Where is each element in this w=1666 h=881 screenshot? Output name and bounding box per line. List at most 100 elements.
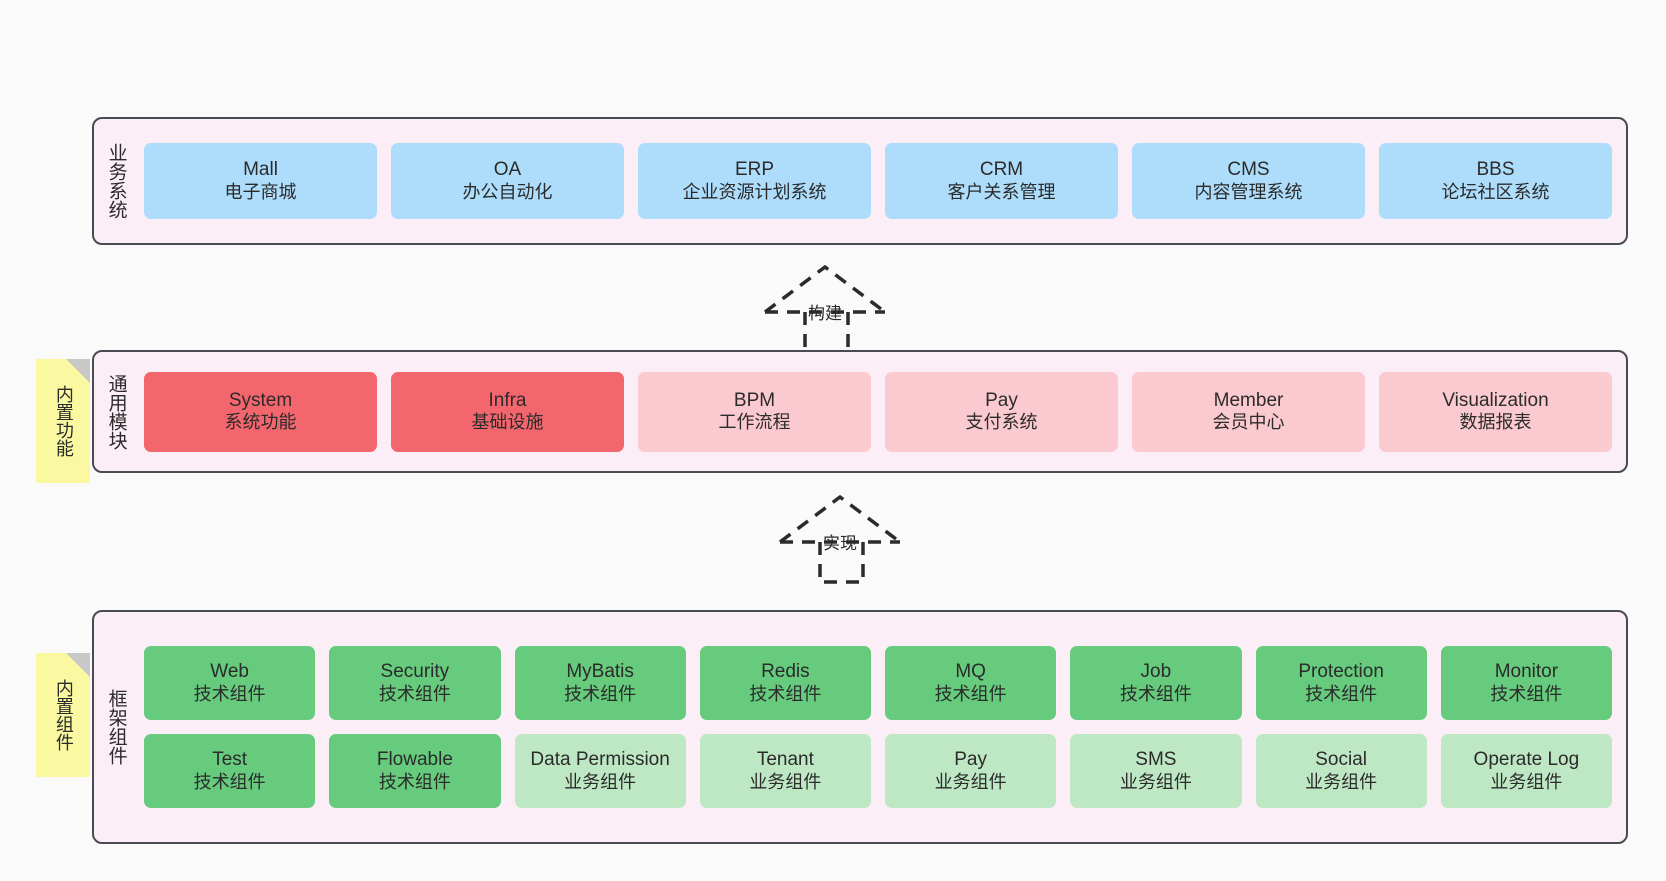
card-flowable[interactable]: Flowable 技术组件 xyxy=(329,734,501,808)
card-test-cn: 技术组件 xyxy=(193,771,266,792)
card-member-en: Member xyxy=(1213,389,1284,411)
card-sms[interactable]: SMS 业务组件 xyxy=(1070,734,1242,808)
card-data-permission-cn: 业务组件 xyxy=(564,771,637,792)
layer-framework-components: 框架组件 Web 技术组件 Security 技术组件 MyBatis 技术组件… xyxy=(92,610,1628,844)
card-monitor-en: Monitor xyxy=(1494,661,1559,683)
card-mq-cn: 技术组件 xyxy=(934,683,1007,704)
card-flowable-cn: 技术组件 xyxy=(378,771,451,792)
card-bpm-cn: 工作流程 xyxy=(718,412,791,433)
card-mall[interactable]: Mall 电子商城 xyxy=(144,143,377,219)
card-member[interactable]: Member 会员中心 xyxy=(1132,371,1365,452)
card-operate-log[interactable]: Operate Log 业务组件 xyxy=(1440,734,1612,808)
card-bpm[interactable]: BPM 工作流程 xyxy=(638,371,871,452)
arrow-build: 构建 xyxy=(760,262,940,354)
card-social-en: Social xyxy=(1315,749,1367,771)
sticky-fold-corner-icon xyxy=(66,359,90,383)
card-redis[interactable]: Redis 技术组件 xyxy=(699,646,871,720)
card-sms-en: SMS xyxy=(1135,749,1177,771)
card-pay-component-cn: 业务组件 xyxy=(934,771,1007,792)
card-oa-en: OA xyxy=(493,159,522,181)
card-visualization[interactable]: Visualization 数据报表 xyxy=(1379,371,1612,452)
card-social[interactable]: Social 业务组件 xyxy=(1255,734,1427,808)
card-monitor-cn: 技术组件 xyxy=(1490,683,1563,704)
sticky-note-builtin-components: 内置组件 xyxy=(36,653,90,777)
card-web-en: Web xyxy=(210,661,249,683)
card-system-cn: 系统功能 xyxy=(224,412,297,433)
card-crm-en: CRM xyxy=(979,159,1024,181)
card-mall-cn: 电子商城 xyxy=(224,181,297,202)
card-security-cn: 技术组件 xyxy=(378,683,451,704)
layer-business-system: 业务系统 Mall 电子商城 OA 办公自动化 ERP 企业资源计划系统 CRM xyxy=(92,117,1628,245)
card-erp-cn: 企业资源计划系统 xyxy=(682,181,827,202)
layer-common-modules-title: 通用模块 xyxy=(105,373,127,450)
card-pay-module[interactable]: Pay 支付系统 xyxy=(885,371,1118,452)
card-erp[interactable]: ERP 企业资源计划系统 xyxy=(638,143,871,219)
card-tenant[interactable]: Tenant 业务组件 xyxy=(699,734,871,808)
card-bbs-en: BBS xyxy=(1476,159,1515,181)
card-tenant-cn: 业务组件 xyxy=(749,771,822,792)
card-system-en: System xyxy=(228,389,293,411)
card-pay-module-en: Pay xyxy=(985,389,1018,411)
card-tenant-en: Tenant xyxy=(756,749,814,771)
card-mq[interactable]: MQ 技术组件 xyxy=(885,646,1057,720)
card-oa[interactable]: OA 办公自动化 xyxy=(391,143,624,219)
card-web-cn: 技术组件 xyxy=(193,683,266,704)
card-pay-component[interactable]: Pay 业务组件 xyxy=(885,734,1057,808)
card-mybatis-en: MyBatis xyxy=(566,661,634,683)
card-pay-component-en: Pay xyxy=(954,749,987,771)
card-mybatis-cn: 技术组件 xyxy=(564,683,637,704)
sticky-note-builtin-components-label: 内置组件 xyxy=(53,679,74,751)
sticky-fold-corner-icon xyxy=(66,653,90,677)
card-bbs[interactable]: BBS 论坛社区系统 xyxy=(1379,143,1612,219)
card-cms-cn: 内容管理系统 xyxy=(1194,181,1303,202)
card-job[interactable]: Job 技术组件 xyxy=(1070,646,1242,720)
card-infra[interactable]: Infra 基础设施 xyxy=(391,371,624,452)
card-member-cn: 会员中心 xyxy=(1212,412,1285,433)
layer-common-modules: 通用模块 System 系统功能 Infra 基础设施 BPM 工作流程 Pay xyxy=(92,350,1628,473)
sticky-note-builtin-features: 内置功能 xyxy=(36,359,90,483)
card-web[interactable]: Web 技术组件 xyxy=(144,646,316,720)
card-visualization-cn: 数据报表 xyxy=(1459,412,1532,433)
card-infra-en: Infra xyxy=(488,389,527,411)
layer-framework-components-body: Web 技术组件 Security 技术组件 MyBatis 技术组件 Redi… xyxy=(138,612,1626,842)
card-pay-module-cn: 支付系统 xyxy=(965,412,1038,433)
card-bpm-en: BPM xyxy=(733,389,776,411)
card-bbs-cn: 论坛社区系统 xyxy=(1441,181,1550,202)
arrow-implement-label: 实现 xyxy=(823,534,857,553)
layer-business-system-body: Mall 电子商城 OA 办公自动化 ERP 企业资源计划系统 CRM 客户关系… xyxy=(138,119,1626,243)
card-job-cn: 技术组件 xyxy=(1119,683,1192,704)
card-data-permission[interactable]: Data Permission 业务组件 xyxy=(514,734,686,808)
card-crm[interactable]: CRM 客户关系管理 xyxy=(885,143,1118,219)
card-sms-cn: 业务组件 xyxy=(1119,771,1192,792)
card-crm-cn: 客户关系管理 xyxy=(947,181,1056,202)
modules-card-row: System 系统功能 Infra 基础设施 BPM 工作流程 Pay 支付系统… xyxy=(144,371,1612,452)
arrow-implement: 实现 xyxy=(775,492,955,584)
card-test[interactable]: Test 技术组件 xyxy=(144,734,316,808)
card-test-en: Test xyxy=(212,749,248,771)
card-mybatis[interactable]: MyBatis 技术组件 xyxy=(514,646,686,720)
card-protection-cn: 技术组件 xyxy=(1305,683,1378,704)
arrow-build-label: 构建 xyxy=(808,304,842,323)
card-redis-en: Redis xyxy=(761,661,810,683)
layer-common-modules-body: System 系统功能 Infra 基础设施 BPM 工作流程 Pay 支付系统… xyxy=(138,352,1626,471)
card-operate-log-cn: 业务组件 xyxy=(1490,771,1563,792)
card-cms[interactable]: CMS 内容管理系统 xyxy=(1132,143,1365,219)
framework-business-row: Test 技术组件 Flowable 技术组件 Data Permission … xyxy=(144,734,1612,808)
card-infra-cn: 基础设施 xyxy=(471,412,544,433)
card-social-cn: 业务组件 xyxy=(1305,771,1378,792)
card-security-en: Security xyxy=(380,661,450,683)
card-security[interactable]: Security 技术组件 xyxy=(329,646,501,720)
sticky-note-builtin-features-label: 内置功能 xyxy=(53,385,74,457)
card-monitor[interactable]: Monitor 技术组件 xyxy=(1440,646,1612,720)
card-mq-en: MQ xyxy=(955,661,986,683)
card-erp-en: ERP xyxy=(734,159,775,181)
card-visualization-en: Visualization xyxy=(1442,389,1549,411)
card-protection[interactable]: Protection 技术组件 xyxy=(1255,646,1427,720)
card-data-permission-en: Data Permission xyxy=(530,749,670,771)
card-system[interactable]: System 系统功能 xyxy=(144,371,377,452)
card-flowable-en: Flowable xyxy=(376,749,453,771)
business-card-row: Mall 电子商城 OA 办公自动化 ERP 企业资源计划系统 CRM 客户关系… xyxy=(144,143,1612,219)
framework-tech-row: Web 技术组件 Security 技术组件 MyBatis 技术组件 Redi… xyxy=(144,646,1612,720)
card-operate-log-en: Operate Log xyxy=(1473,749,1580,771)
